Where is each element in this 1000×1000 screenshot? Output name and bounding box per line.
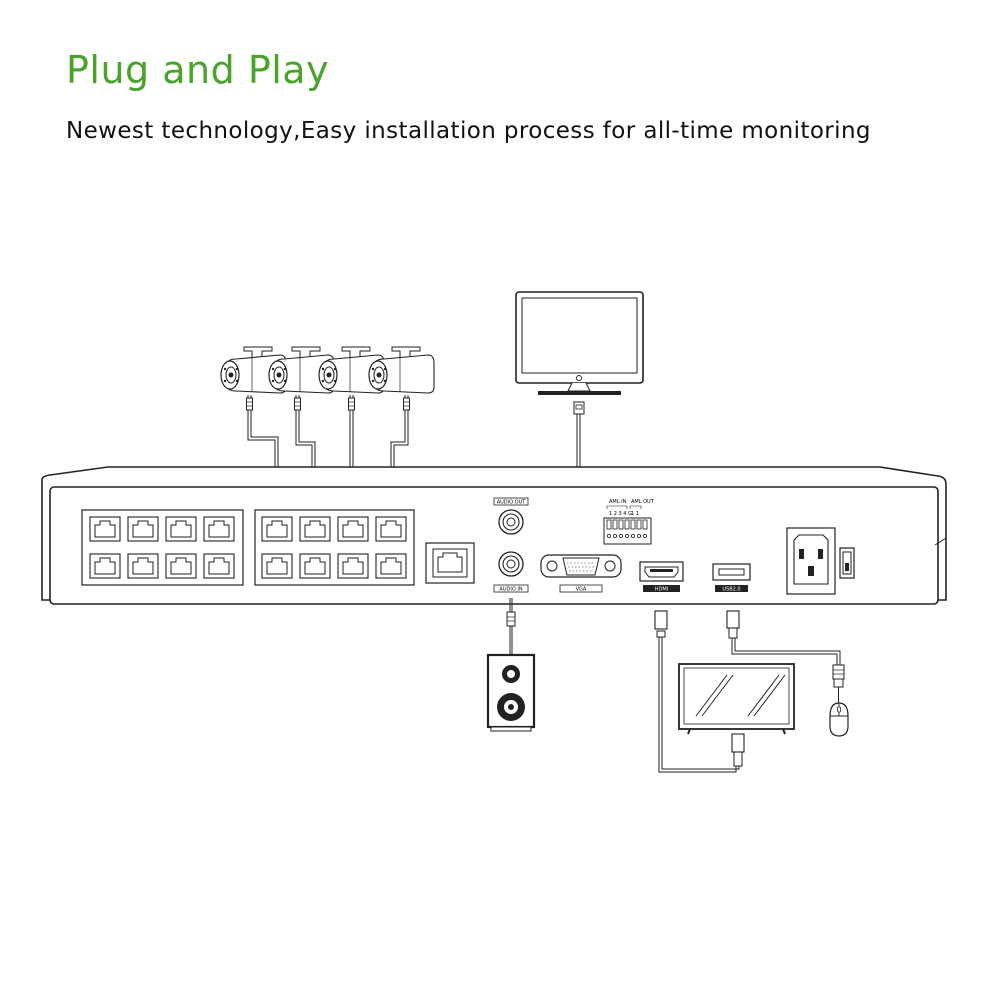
ip-camera-group	[220, 346, 435, 394]
page-title: Plug and Play	[66, 48, 330, 92]
usb-cable	[726, 610, 845, 703]
audio-cable	[506, 598, 516, 655]
hdmi-port: HDMI	[639, 561, 684, 593]
poe-port-group-1	[81, 509, 244, 586]
audio-in-port: AUDIO IN	[493, 551, 529, 593]
usb-label: USB2.0	[722, 587, 740, 593]
audio-in-label: AUDIO IN	[499, 587, 522, 593]
usb-port: USB2.0	[712, 563, 751, 593]
ip-camera	[368, 346, 435, 394]
power-inlet	[786, 527, 836, 595]
alarm-out-pins: 1 1	[631, 511, 639, 517]
vga-label: VGA	[576, 587, 587, 593]
usb-mouse	[829, 702, 849, 737]
alarm-terminal: AML IN AML OUT 1 2 3 4 G 1 1	[603, 499, 655, 545]
audio-out-port: AUDIO OUT	[493, 497, 529, 535]
speaker	[486, 653, 536, 732]
power-switch	[839, 547, 855, 579]
hdmi-tv	[678, 663, 795, 735]
page-subtitle: Newest technology,Easy installation proc…	[66, 118, 871, 144]
vga-port: VGA	[540, 554, 622, 593]
alarm-out-label: AML OUT	[631, 499, 655, 505]
hdmi-cable	[654, 610, 745, 773]
audio-out-label: AUDIO OUT	[497, 500, 527, 506]
alarm-in-label: AML IN	[609, 499, 627, 505]
vga-monitor	[515, 291, 644, 395]
hdmi-label: HDMI	[655, 587, 668, 593]
lan-port	[425, 542, 475, 584]
poe-port-group-2	[254, 509, 415, 586]
alarm-in-pins: 1 2 3 4 G	[609, 511, 632, 517]
